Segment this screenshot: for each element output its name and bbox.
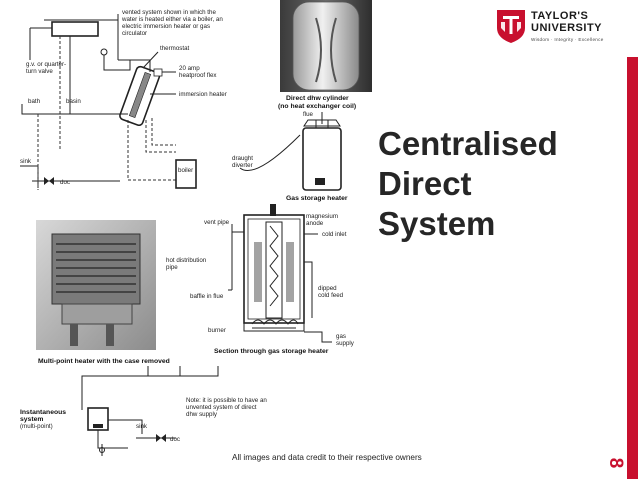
flex-label-1: 20 amp: [179, 65, 200, 72]
gas-storage-heater-exterior: [239, 112, 342, 191]
svg-text:dipped cold feed: dipped cold feed: [318, 285, 344, 299]
direct-cylinder-small: [119, 65, 161, 127]
gv-valve-label-2: turn valve: [26, 68, 53, 75]
image-credit: All images and data credit to their resp…: [232, 453, 422, 462]
draught-diverter-label-2: diverter: [232, 162, 253, 169]
basin-label: basin: [66, 98, 81, 105]
logo-wordmark: TAYLOR'S UNIVERSITY Wisdom · Integrity ·…: [531, 10, 635, 42]
svg-text:draught diverter: draught diverter: [232, 155, 255, 169]
boiler-box: [175, 159, 197, 189]
cylinder-caption-1: Direct dhw cylinder: [286, 95, 349, 102]
immersion-heater-label: immersion heater: [179, 91, 227, 98]
magnesium-anode-label-2: anode: [306, 220, 324, 227]
svg-text:20 amp heatproof flex: 20 amp heatproof flex: [179, 65, 217, 79]
vent-pipe-label: vent pipe: [204, 219, 230, 226]
gas-heater-section: [228, 204, 332, 343]
unvented-note-1: Note: it is possible to have an: [186, 397, 267, 404]
instantaneous-label-2: system: [20, 416, 43, 423]
svg-text:gas supply: gas supply: [336, 333, 355, 347]
flex-outlet-icon: [153, 68, 163, 77]
unvented-note-3: dhw supply: [186, 411, 218, 418]
burner-label: burner: [208, 327, 226, 334]
vented-note-line-1: vented system shown in which the: [122, 9, 216, 16]
instantaneous-label-3: (multi-point): [20, 423, 53, 430]
vented-note-line-2: water is heated either via a boiler, an: [121, 16, 223, 23]
hot-water-systems-diagram: vented system shown in which the water i…: [20, 0, 372, 456]
multipoint-caption: Multi-point heater with the case removed: [38, 358, 170, 365]
vented-note-line-4: circulator: [122, 30, 147, 37]
svg-text:hot distribution pipe: hot distribution pipe: [166, 257, 208, 271]
accent-bar: [627, 57, 638, 479]
svg-text:Direct dhw cylinder (no: Direct dhw cylinder (no heat exchanger c…: [278, 95, 356, 110]
thermostat-label: thermostat: [160, 45, 190, 52]
vented-note-line-3: electric immersion heater or gas: [122, 23, 210, 30]
draught-diverter-label-1: draught: [232, 155, 253, 162]
gas-supply-label-2: supply: [336, 340, 355, 347]
logo-line-2: UNIVERSITY: [531, 22, 603, 34]
university-logo: TAYLOR'S UNIVERSITY Wisdom · Integrity ·…: [495, 6, 635, 46]
hot-distribution-label-2: pipe: [166, 264, 178, 271]
flue-label: flue: [303, 111, 314, 118]
multipoint-heater-photo: [36, 220, 156, 350]
dipped-feed-label-2: cold feed: [318, 292, 344, 299]
sink2-label: sink: [136, 423, 148, 430]
svg-text:g.v. or quarter- turn va: g.v. or quarter- turn valve: [26, 61, 68, 75]
bath-label: bath: [28, 98, 41, 105]
flex-label-2: heatproof flex: [179, 72, 217, 79]
title-line-1: Centralised: [378, 125, 558, 162]
slide-number: 8: [605, 457, 626, 469]
cylinder-photo: [280, 0, 372, 92]
logo-line-1: TAYLOR'S: [531, 10, 589, 22]
gv-valve-label-1: g.v. or quarter-: [26, 61, 66, 68]
instantaneous-system-schematic: [81, 366, 219, 456]
instantaneous-label-1: Instantaneous: [20, 409, 66, 416]
baffle-label: baffle in flue: [190, 293, 224, 300]
title-line-3: System: [378, 205, 496, 242]
dipped-feed-label-1: dipped: [318, 285, 337, 292]
doc2-label: doc: [170, 436, 180, 443]
unvented-note-2: unvented system of direct: [186, 404, 257, 411]
hot-distribution-label-1: hot distribution: [166, 257, 207, 264]
cold-inlet-label: cold inlet: [322, 231, 347, 238]
gas-supply-label-1: gas: [336, 333, 346, 340]
cylinder-caption-2: (no heat exchanger coil): [278, 103, 356, 110]
gate-valve-icon: [100, 48, 108, 56]
sink-label: sink: [20, 158, 32, 165]
slide-title: Centralised Direct System: [378, 124, 598, 244]
svg-text:magnesium anode: magnesium anode: [306, 213, 340, 227]
svg-text:vented system shown in which t: vented system shown in which the water i…: [121, 9, 225, 37]
svg-text:Note: it is possible to have a: Note: it is possible to have an unvented…: [186, 397, 269, 418]
svg-text:Instantaneous system: Instantaneous system: [20, 409, 68, 423]
title-line-2: Direct: [378, 165, 472, 202]
university-crest-icon: [497, 10, 525, 43]
vented-system-schematic: [20, 14, 197, 190]
logo-tagline: Wisdom · Integrity · Excellence: [531, 37, 604, 42]
magnesium-anode-label-1: magnesium: [306, 213, 338, 220]
boiler-label: boiler: [178, 167, 193, 174]
cold-water-cistern: [51, 21, 99, 37]
gas-storage-heater-label: Gas storage heater: [286, 195, 348, 202]
doc-label: doc: [60, 179, 70, 186]
section-caption: Section through gas storage heater: [214, 348, 329, 355]
